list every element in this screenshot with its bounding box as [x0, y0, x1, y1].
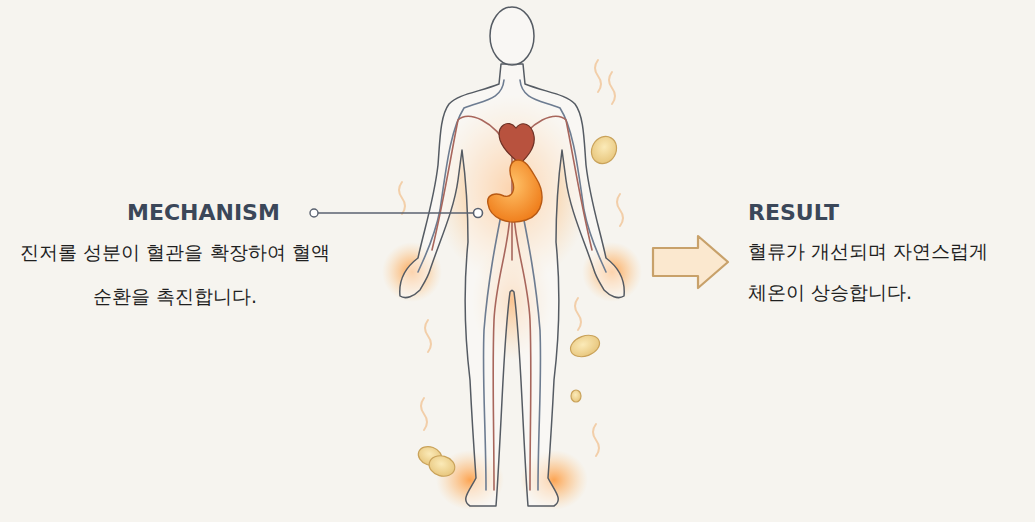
- ginger-slices: [416, 132, 622, 479]
- block-arrow: [653, 236, 728, 288]
- heart: [499, 124, 534, 164]
- body-outline: [400, 7, 624, 506]
- body-text: 진저롤 성분이 혈관을 확장하여 혈액 순환을 촉진합니다.: [10, 230, 340, 318]
- leader-line: [318, 212, 474, 213]
- section-heading: RESULT: [748, 200, 839, 226]
- leader-end: [474, 209, 483, 218]
- blood-vessels: [418, 80, 606, 490]
- leader-start: [310, 209, 318, 217]
- heat-glow: [382, 95, 642, 510]
- body-text: 혈류가 개선되며 자연스럽게 체온이 상승합니다.: [748, 231, 998, 313]
- section-heading: MECHANISM: [127, 200, 280, 226]
- stomach: [488, 160, 542, 222]
